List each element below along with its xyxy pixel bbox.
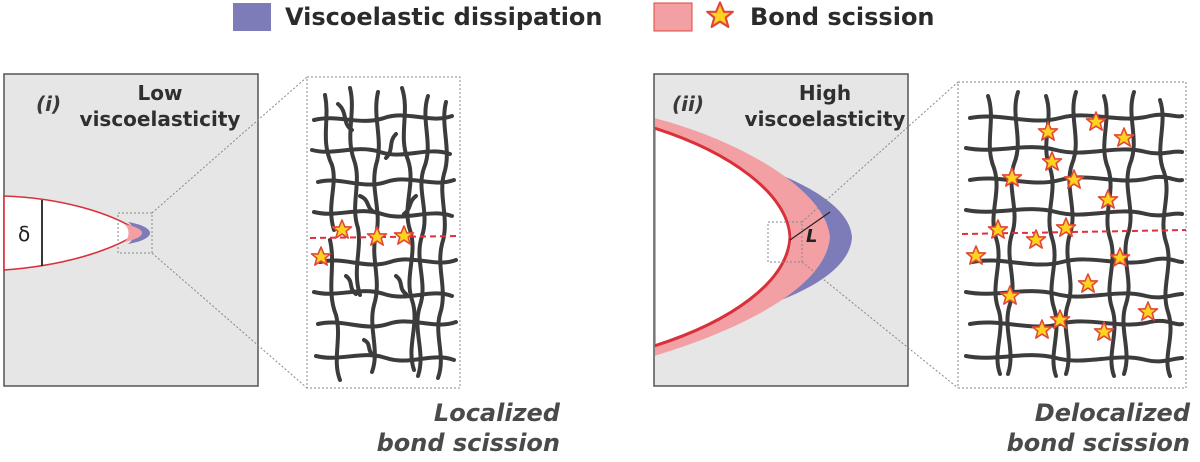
zoom-box-right (767, 221, 803, 263)
legend-star-icon (706, 1, 734, 29)
polymer-network-left (310, 86, 458, 382)
panel-left-number: (i) (36, 92, 62, 116)
panel-left-title: Low viscoelasticity (70, 80, 250, 132)
polymer-network-right (964, 90, 1184, 378)
crack-right (655, 126, 792, 348)
panel-right-title-line1: High (798, 81, 852, 105)
panel-left-title-line1: Low (137, 81, 183, 105)
panel-right-title-line2: viscoelasticity (744, 107, 906, 131)
legend-dissipation-label: Viscoelastic dissipation (285, 3, 603, 31)
zone-length-marker (789, 211, 831, 241)
panel-right-number: (ii) (672, 92, 704, 116)
scission-zone-left (124, 224, 142, 242)
caption-left: Localized bond scission (370, 398, 560, 458)
legend-dissipation-swatch (233, 3, 271, 31)
crack-opening-label: δ (18, 222, 31, 246)
caption-right-line1: Delocalized (1034, 399, 1190, 427)
caption-right-line2: bond scission (1006, 429, 1190, 457)
scission-zone-right (655, 118, 830, 356)
panel-left-title-line2: viscoelasticity (79, 107, 241, 131)
zone-length-label: L (806, 226, 818, 247)
panel-right-title: High viscoelasticity (740, 80, 910, 132)
caption-right: Delocalized bond scission (990, 398, 1190, 458)
caption-left-line2: bond scission (376, 429, 560, 457)
crack-plane-right (961, 229, 1187, 235)
crack-plane-left (309, 235, 461, 239)
zoom-box-left (117, 212, 153, 254)
zoom-line-right-top (801, 81, 959, 223)
dissipation-zone-right (700, 150, 852, 324)
zoom-line-right-bottom (801, 261, 959, 389)
legend-scission-swatch (653, 2, 693, 32)
caption-left-line1: Localized (433, 399, 560, 427)
network-box-left (306, 76, 461, 389)
legend-scission-label: Bond scission (750, 3, 935, 31)
